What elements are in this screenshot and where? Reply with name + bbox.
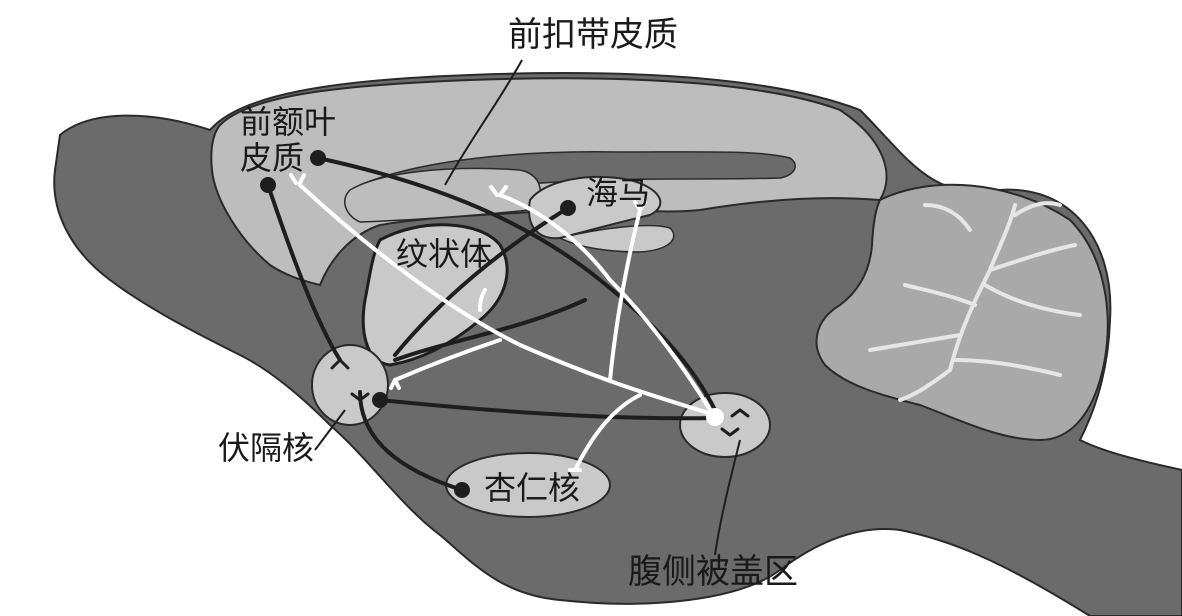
- terminals: [330, 358, 750, 437]
- vta-region: [679, 392, 771, 458]
- white-pathways: [289, 173, 717, 472]
- hippocampus-tail: [557, 224, 675, 253]
- prefrontal-dot: [260, 177, 276, 193]
- label-hippocampus: 海马: [586, 174, 651, 212]
- vta-dot: [706, 408, 724, 426]
- septal-dot: [372, 392, 388, 408]
- label-vta: 腹侧被盖区: [628, 552, 798, 592]
- leader-lines: [314, 59, 741, 556]
- label-prefrontal-line2: 皮质: [240, 139, 305, 177]
- hippocampus-region: [528, 175, 662, 240]
- label-amygdala: 杏仁核: [484, 469, 581, 507]
- label-septal-nucleus: 伏隔核: [218, 429, 315, 467]
- dark-pathways: [266, 156, 717, 492]
- septal-nucleus-region: [311, 344, 389, 426]
- prefrontal-dot-2: [310, 150, 326, 166]
- cerebellum: [815, 183, 1109, 442]
- label-anterior-cingulate: 前扣带皮质: [508, 15, 678, 55]
- amygdala-dot: [454, 482, 470, 498]
- label-striatum: 纹状体: [396, 235, 493, 273]
- label-prefrontal-line1: 前额叶: [240, 103, 337, 141]
- hippocampus-dot: [560, 200, 576, 216]
